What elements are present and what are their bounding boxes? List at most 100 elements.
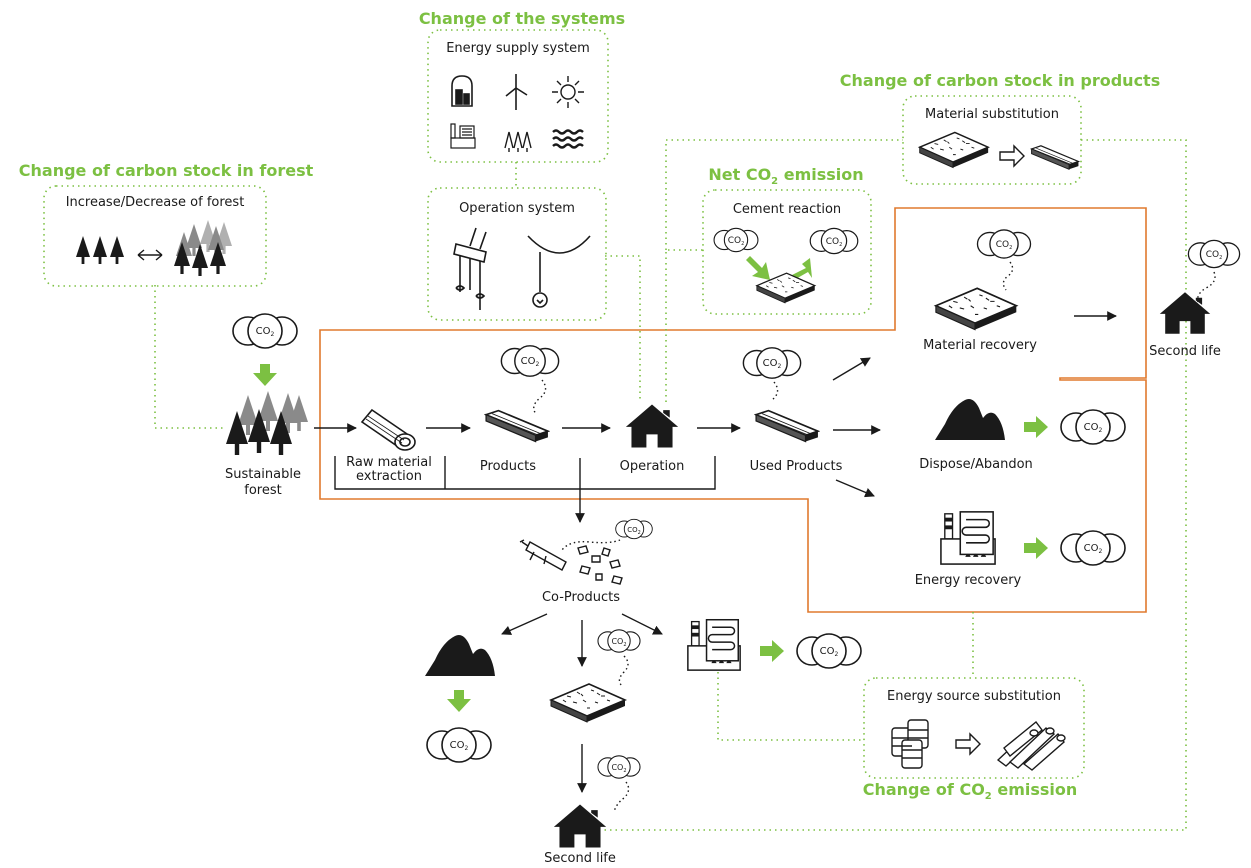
svg-text:CO2: CO2: [1084, 422, 1103, 434]
concrete-slab-icon: [918, 131, 989, 169]
label-products: Products: [480, 459, 536, 474]
hollow-arrow-icon: [999, 144, 1025, 168]
svg-text:CO2: CO2: [820, 646, 839, 658]
co2-cloud-icon: CO2: [500, 345, 560, 377]
house-icon: [1159, 292, 1211, 334]
particle-board-icon: [934, 287, 1018, 331]
label-co-products: Co-Products: [542, 590, 620, 605]
box-title-cement-reaction: Cement reaction: [733, 202, 841, 217]
emission-trail: [1196, 271, 1216, 303]
box-title-material-substitution: Material substitution: [925, 107, 1059, 122]
label-energy-recovery: Energy recovery: [915, 573, 1022, 588]
co2-cloud-icon: CO2: [615, 518, 653, 540]
timber-beam-icon: [1030, 144, 1080, 171]
factory-icon: [450, 123, 476, 149]
green-arrow-icon: [746, 256, 812, 280]
co2-cloud-icon: CO2: [742, 347, 802, 379]
main-flow-arrows: [314, 311, 1117, 793]
wave-icon: [552, 129, 584, 149]
double-arrow-icon: [137, 249, 163, 261]
dotted-boxes: [43, 29, 1085, 779]
heading-change-systems: Change of the systems: [419, 9, 625, 28]
label-operation: Operation: [620, 459, 685, 474]
heading-change-products: Change of carbon stock in products: [840, 71, 1160, 90]
emission-trail: [771, 381, 779, 401]
box-title-energy-source-substitution: Energy source substitution: [887, 689, 1061, 704]
heading-net-emission: Net CO2 emission: [708, 165, 863, 187]
hollow-arrow-icon: [955, 732, 981, 756]
emission-trail: [1002, 261, 1014, 291]
green-connectors: [154, 139, 1187, 831]
co2-cloud-icon: CO2: [597, 629, 641, 653]
heading-change-forest: Change of carbon stock in forest: [19, 161, 314, 180]
firewood-icon: [996, 720, 1066, 771]
green-arrow-right-icon: [1024, 537, 1048, 559]
emission-trail: [561, 539, 621, 551]
system-boundary: [319, 207, 1147, 613]
heading-change-emission: Change of CO2 emission: [863, 780, 1078, 802]
box-title-increase-decrease: Increase/Decrease of forest: [66, 195, 245, 210]
label-dispose: Dispose/Abandon: [919, 457, 1033, 472]
svg-text:CO2: CO2: [611, 763, 626, 774]
co2-cloud-icon: CO2: [976, 229, 1032, 259]
co2-cloud-icon: CO2: [1060, 530, 1126, 566]
house-icon: [553, 804, 607, 848]
green-arrow-right-icon: [760, 640, 784, 662]
forest-icon: [504, 131, 532, 152]
svg-text:CO2: CO2: [450, 740, 469, 752]
sun-icon: [552, 76, 584, 108]
svg-text:CO2: CO2: [627, 526, 641, 536]
sustainable-forest-icon: [226, 391, 308, 455]
oil-barrel-icon: [891, 719, 929, 769]
svg-text:CO2: CO2: [728, 236, 745, 247]
co2-cloud-icon: CO2: [809, 227, 859, 255]
mountain-icon: [935, 399, 1005, 440]
label-material-recovery: Material recovery: [923, 338, 1037, 353]
lumber-icon: [485, 409, 549, 443]
svg-text:CO2: CO2: [1206, 250, 1223, 261]
power-plant-icon: [687, 618, 741, 671]
label-used-products: Used Products: [750, 459, 843, 474]
light-bulb-icon: [527, 235, 591, 308]
forest-large-icon: [174, 220, 232, 276]
log-icon: [360, 408, 416, 451]
used-lumber-icon: [755, 409, 819, 443]
emission-trail: [533, 379, 547, 415]
branch-chips-icon: [519, 539, 623, 585]
box-title-energy-supply: Energy supply system: [446, 41, 590, 56]
emission-trail: [618, 655, 629, 687]
green-arrow-down-icon: [253, 364, 277, 386]
svg-text:CO2: CO2: [611, 637, 626, 648]
power-plant-icon: [940, 511, 996, 565]
particle-board-icon: [550, 683, 626, 723]
svg-text:CO2: CO2: [1084, 543, 1103, 555]
svg-text:CO2: CO2: [996, 240, 1013, 251]
svg-text:CO2: CO2: [521, 356, 540, 368]
svg-text:CO2: CO2: [256, 326, 275, 338]
stage-bracket: [334, 456, 716, 490]
nuclear-plant-icon: [451, 75, 473, 107]
plug-icon: [453, 227, 487, 310]
green-arrow-down-icon: [447, 690, 471, 712]
emission-trail: [613, 781, 630, 813]
co2-cloud-icon: CO2: [1187, 239, 1241, 269]
co2-cloud-icon: CO2: [232, 313, 298, 349]
label-second-life-right: Second life: [1149, 344, 1221, 359]
svg-text:CO2: CO2: [763, 358, 782, 370]
co2-cloud-icon: CO2: [713, 227, 759, 253]
co2-cloud-icon: CO2: [426, 727, 492, 763]
forest-small-icon: [76, 236, 124, 264]
green-arrow-right-icon: [1024, 416, 1048, 438]
co2-cloud-icon: CO2: [597, 755, 641, 779]
label-second-life-bottom: Second life: [544, 851, 616, 866]
wind-turbine-icon: [505, 74, 528, 110]
svg-text:CO2: CO2: [826, 237, 843, 248]
house-icon: [625, 404, 679, 448]
co2-cloud-icon: CO2: [1060, 409, 1126, 445]
co2-cloud-icon: CO2: [796, 633, 862, 669]
mountain-icon: [425, 635, 495, 676]
